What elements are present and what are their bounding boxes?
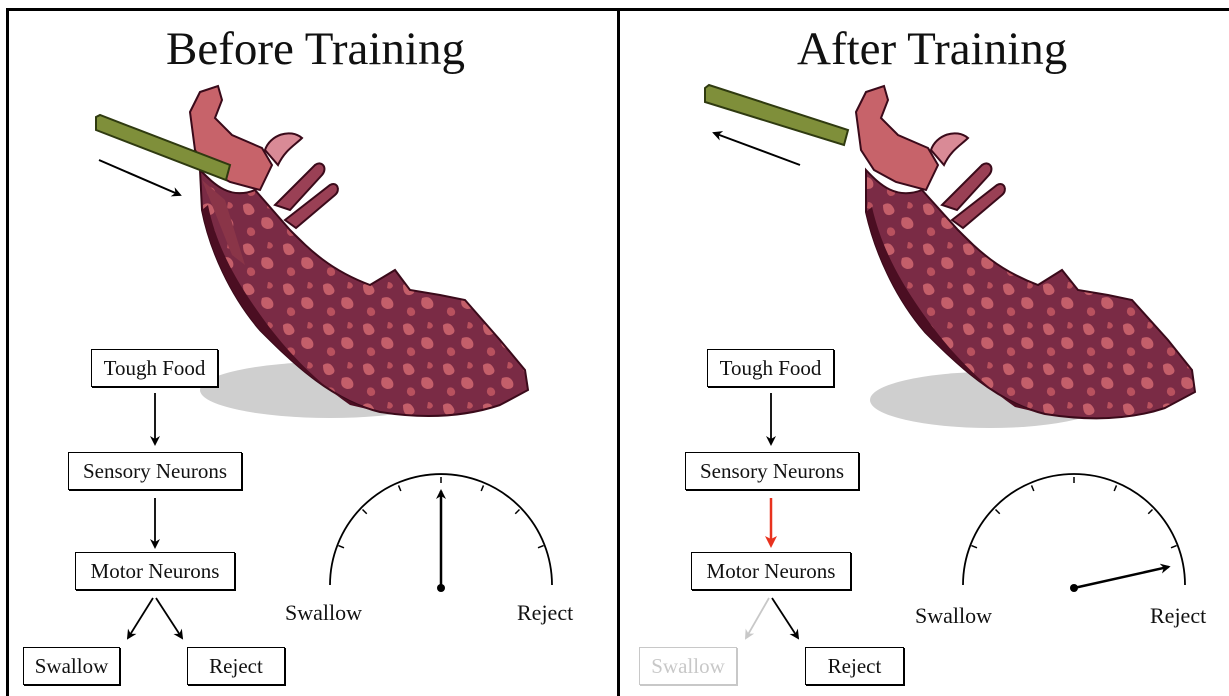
- gauge-tick-before: [399, 485, 401, 491]
- gauge-tick-before: [338, 546, 344, 548]
- gauge-pivot-before: [437, 584, 445, 592]
- tough-food-box-before: Tough Food: [91, 349, 218, 387]
- food-out-arrow: [714, 133, 800, 165]
- gauge-reject-label-after: Reject: [1150, 603, 1206, 629]
- gauge-tick-after: [971, 546, 977, 548]
- gauge-pivot-after: [1070, 584, 1078, 592]
- gauge-after: [963, 474, 1185, 592]
- gauge-tick-before: [515, 510, 519, 514]
- food-in-arrow: [99, 160, 180, 195]
- motor-neurons-box-after: Motor Neurons: [691, 552, 851, 590]
- arrow-motor-to-swallow-before: [128, 598, 153, 638]
- sensory-neurons-box-before: Sensory Neurons: [68, 452, 242, 490]
- swallow-box-before: Swallow: [23, 647, 120, 685]
- gauge-tick-before: [481, 485, 483, 491]
- gauge-arc-after: [963, 474, 1185, 585]
- gauge-swallow-label-before: Swallow: [285, 600, 362, 626]
- gauge-tick-after: [996, 510, 1000, 514]
- flow-arrows-before: [128, 393, 182, 638]
- gauge-tick-after: [1114, 485, 1116, 491]
- tough-food-box-after: Tough Food: [707, 349, 834, 387]
- gauge-tick-after: [1032, 485, 1034, 491]
- gauge-before: [330, 474, 552, 592]
- seaweed-after: [705, 85, 848, 145]
- gauge-swallow-label-after: Swallow: [915, 603, 992, 629]
- arrow-motor-to-reject-before: [156, 598, 182, 638]
- flow-arrows-after: [746, 393, 798, 638]
- arrow-motor-to-swallow-after-dim: [746, 598, 769, 638]
- mouth-part-after: [931, 133, 968, 165]
- sensory-neurons-box-after: Sensory Neurons: [685, 452, 859, 490]
- gauge-reject-label-before: Reject: [517, 600, 573, 626]
- reject-box-before: Reject: [187, 647, 285, 685]
- swallow-box-after-dim: Swallow: [639, 647, 737, 685]
- gauge-tick-after: [1171, 546, 1177, 548]
- gauge-ticks-after: [971, 477, 1176, 548]
- motor-neurons-box-before: Motor Neurons: [75, 552, 235, 590]
- gauge-tick-before: [538, 546, 544, 548]
- mouth-part-before: [265, 133, 302, 165]
- gauge-tick-before: [363, 510, 367, 514]
- arrow-motor-to-reject-after: [772, 598, 798, 638]
- gauge-needle-after: [1074, 567, 1169, 588]
- reject-box-after: Reject: [805, 647, 904, 685]
- gauge-tick-after: [1148, 510, 1152, 514]
